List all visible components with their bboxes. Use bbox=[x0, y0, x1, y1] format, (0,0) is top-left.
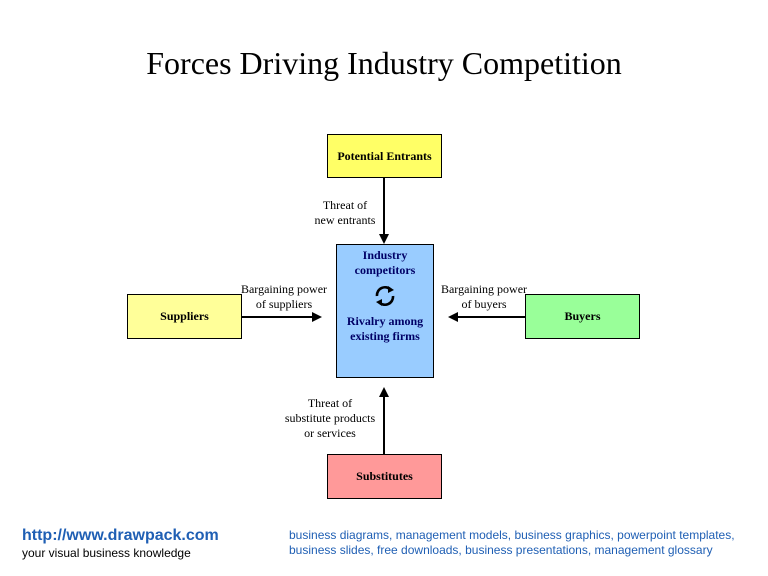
footer-tagline: your visual business knowledge bbox=[22, 546, 191, 560]
substitutes-threat-label: Threat of substitute products or service… bbox=[284, 396, 376, 440]
substitutes-box: Substitutes bbox=[327, 454, 442, 499]
supplier-power-label: Bargaining power of suppliers bbox=[240, 282, 328, 311]
rivalry-label: Rivalry among existing firms bbox=[346, 314, 424, 343]
buyer-power-label: Bargaining power of buyers bbox=[440, 282, 528, 311]
industry-competitors-label: Industry competitors bbox=[354, 248, 416, 277]
suppliers-label: Suppliers bbox=[160, 309, 209, 323]
buyers-label: Buyers bbox=[564, 309, 601, 323]
buyers-box: Buyers bbox=[525, 294, 640, 339]
footer-keywords: business diagrams, management models, bu… bbox=[289, 528, 735, 557]
footer-link[interactable]: http://www.drawpack.com bbox=[22, 527, 219, 544]
suppliers-box: Suppliers bbox=[127, 294, 242, 339]
substitutes-label: Substitutes bbox=[356, 469, 413, 483]
potential-entrants-box: Potential Entrants bbox=[327, 134, 442, 178]
potential-entrants-label: Potential Entrants bbox=[337, 148, 432, 163]
threat-new-entrants-label: Threat of new entrants bbox=[314, 198, 376, 227]
diagram-title: Forces Driving Industry Competition bbox=[146, 45, 622, 81]
industry-competitors-box: Industry competitors Rivalry among exist… bbox=[336, 244, 434, 378]
cycle-arrows-icon bbox=[375, 285, 395, 307]
